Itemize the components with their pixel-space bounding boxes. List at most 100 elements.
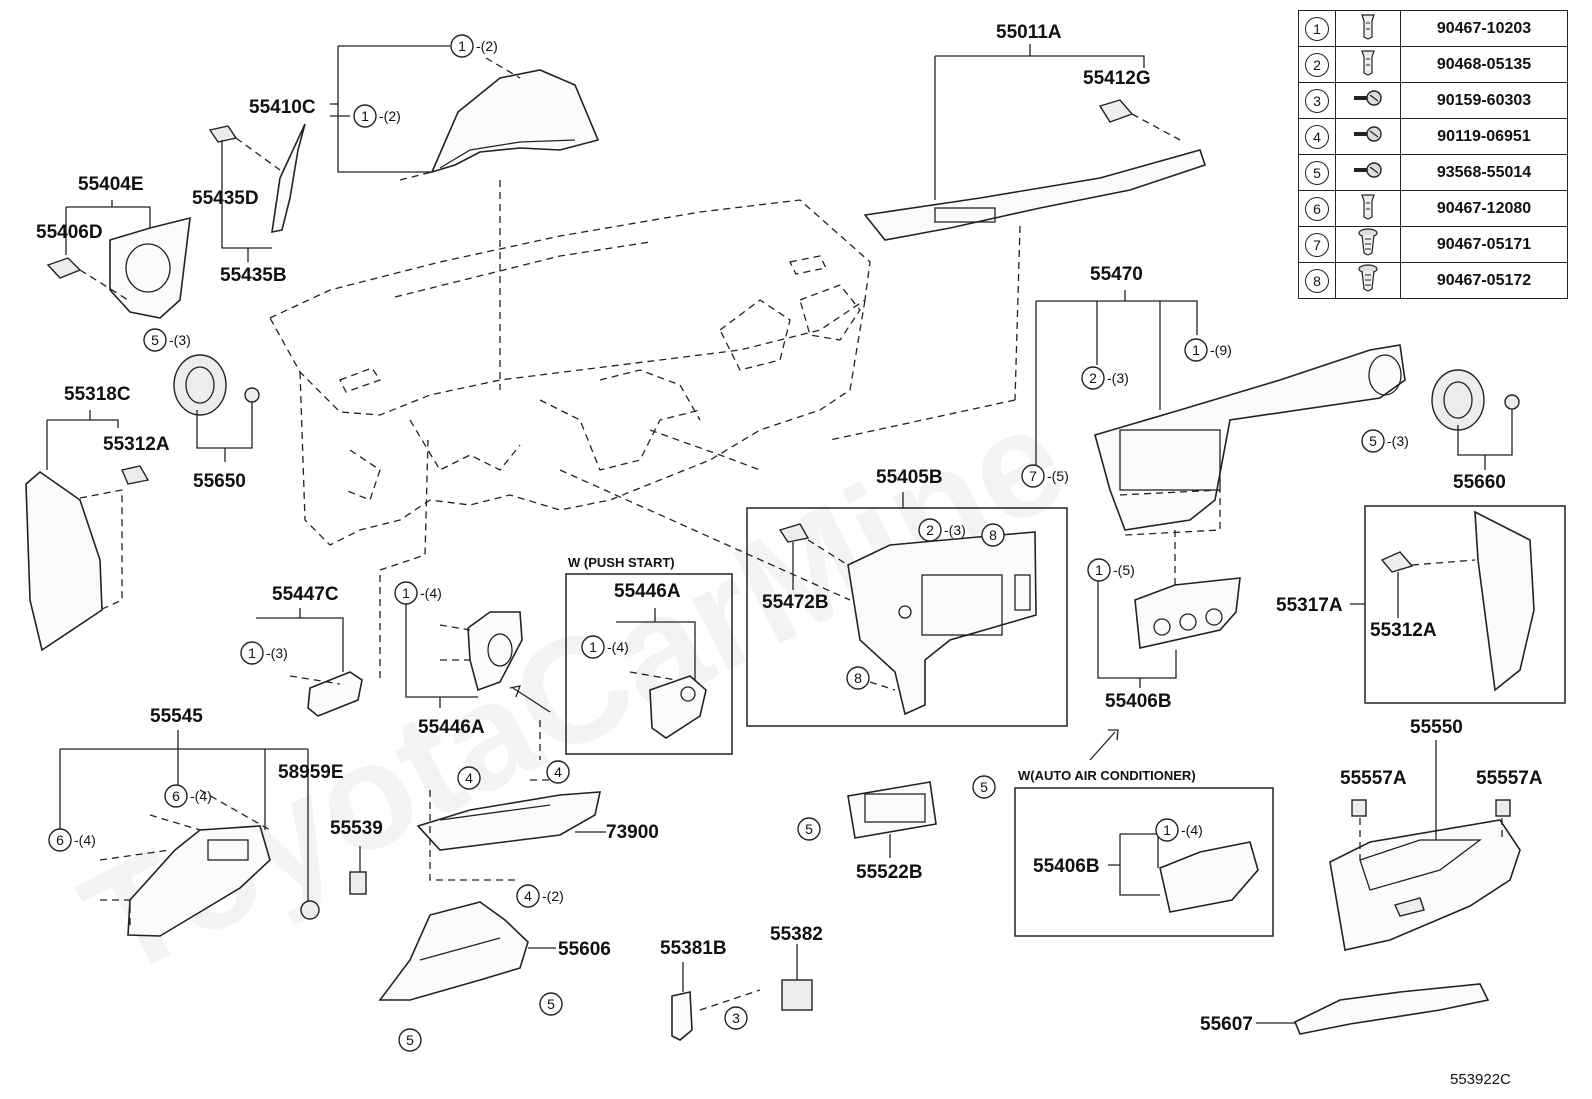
callout-circle: [516, 884, 540, 908]
label-55435D: 55435D: [192, 188, 259, 209]
callout-7: 7-(5): [1021, 464, 1069, 488]
label-55545: 55545: [150, 706, 203, 727]
glove-box-55550: 55550 55557A 55557A: [1329, 717, 1543, 951]
label-55550: 55550: [1410, 717, 1463, 738]
callout-1: 1-(4): [1155, 818, 1203, 842]
callout-circle: [450, 34, 474, 58]
callout-1: 1-(2): [450, 34, 498, 58]
trim-55446A: 55446A: [405, 596, 551, 738]
callout-quantity: -(4): [420, 585, 442, 601]
callout-number: 2: [1089, 370, 1097, 386]
callout-1: 1-(4): [394, 581, 442, 605]
callout-number: 1: [458, 38, 466, 54]
legend-callout: 2: [1298, 46, 1336, 83]
display-55522B: 55522B: [847, 781, 937, 883]
clip-icon: [1335, 190, 1401, 227]
callout-number: 1: [1095, 562, 1103, 578]
legend-callout-number: 4: [1305, 124, 1329, 149]
callout-circle: [546, 760, 570, 784]
legend-callout: 6: [1298, 190, 1336, 227]
callout-circle: [539, 992, 563, 1016]
callout-circle: [143, 328, 167, 352]
label-55472B: 55472B: [762, 592, 829, 613]
callout-5: 5: [539, 992, 563, 1016]
callout-1: 1-(9): [1184, 338, 1232, 362]
legend-callout: 5: [1298, 154, 1336, 191]
leader-line: [399, 171, 433, 181]
callout-5: 5-(3): [143, 328, 191, 352]
callout-5: 5: [398, 1028, 422, 1052]
legend-callout: 8: [1298, 262, 1336, 299]
screw-icon: [1335, 154, 1401, 191]
legend-callout-number: 5: [1305, 160, 1329, 185]
label-55557A-right: 55557A: [1476, 768, 1543, 789]
variant-push-start: W (PUSH START): [568, 555, 675, 570]
callout-circle: [1184, 338, 1208, 362]
clip-icon: [1335, 10, 1401, 47]
clip-icon: [1335, 46, 1401, 83]
callout-quantity: -(3): [1387, 433, 1409, 449]
legend-callout: 7: [1298, 226, 1336, 263]
legend-callout: 1: [1298, 10, 1336, 47]
callout-4: 4: [546, 760, 570, 784]
callout-5: 5: [797, 817, 821, 841]
drawing-number: 553922C: [1450, 1071, 1511, 1088]
trim-55447C: 55447C: [256, 439, 429, 717]
label-55382: 55382: [770, 924, 823, 945]
label-55312A-right: 55312A: [1370, 620, 1437, 641]
callout-circle: [1361, 429, 1385, 453]
callout-number: 8: [989, 527, 997, 543]
speaker-55650: 55650: [173, 354, 260, 492]
callout-number: 1: [1192, 342, 1200, 358]
legend-part-number: 90467-05171: [1400, 226, 1568, 263]
label-55412G: 55412G: [1083, 68, 1151, 89]
side-cover-55318C: 55318C 55312A: [25, 384, 170, 652]
push-rivet-icon: [1335, 262, 1401, 299]
label-55522B: 55522B: [856, 862, 923, 883]
dashboard-panel: [269, 199, 871, 546]
lower-trim-55607: 55607: [1200, 983, 1490, 1035]
clip-55539: 55539: [330, 818, 383, 895]
callout-group: 1-(2)1-(2)5-(3)2-(3)1-(9)7-(5)5-(3)2-(3)…: [48, 34, 1409, 1052]
lower-panel-55545: 55545 58959E: [59, 706, 344, 937]
callout-number: 5: [151, 332, 159, 348]
auto-air-box: W(AUTO AIR CONDITIONER) 55406B: [1014, 768, 1274, 937]
legend-callout-number: 8: [1305, 268, 1329, 293]
side-panel-55404E: 55404E 55406D: [36, 174, 191, 319]
label-55446A-main: 55446A: [418, 717, 485, 738]
label-55404E: 55404E: [78, 174, 144, 195]
leader-line: [649, 429, 761, 471]
label-55406B-main: 55406B: [1105, 691, 1172, 712]
callout-circle: [1087, 558, 1111, 582]
callout-number: 5: [1369, 433, 1377, 449]
callout-circle: [797, 817, 821, 841]
box-55405B: 55405B 55472B: [746, 467, 1068, 727]
callout-number: 7: [1029, 468, 1037, 484]
legend-row: 7 90467-05171: [1298, 226, 1568, 263]
callout-number: 6: [56, 832, 64, 848]
label-55470: 55470: [1090, 264, 1143, 285]
callout-number: 4: [465, 770, 473, 786]
push-rivet-icon: [1335, 226, 1401, 263]
callout-number: 6: [172, 788, 180, 804]
legend-part-number: 90159-60303: [1400, 82, 1568, 119]
control-panel-55406B: 55406B: [1089, 577, 1241, 761]
push-start-box: W (PUSH START) 55446A: [565, 555, 733, 755]
callout-number: 5: [805, 821, 813, 837]
label-55317A: 55317A: [1276, 595, 1343, 616]
label-55660: 55660: [1453, 472, 1506, 493]
pillar-trim-55435D: 55435D 55435B: [192, 123, 306, 286]
callout-circle: [394, 581, 418, 605]
center-panel-55470: 55470: [1035, 264, 1406, 585]
label-55410C: 55410C: [249, 97, 316, 118]
legend-callout: 4: [1298, 118, 1336, 155]
callout-number: 5: [980, 779, 988, 795]
legend-callout-number: 1: [1305, 16, 1329, 41]
callout-number: 5: [406, 1032, 414, 1048]
callout-2: 2-(3): [918, 518, 966, 542]
callout-circle: [724, 1006, 748, 1030]
